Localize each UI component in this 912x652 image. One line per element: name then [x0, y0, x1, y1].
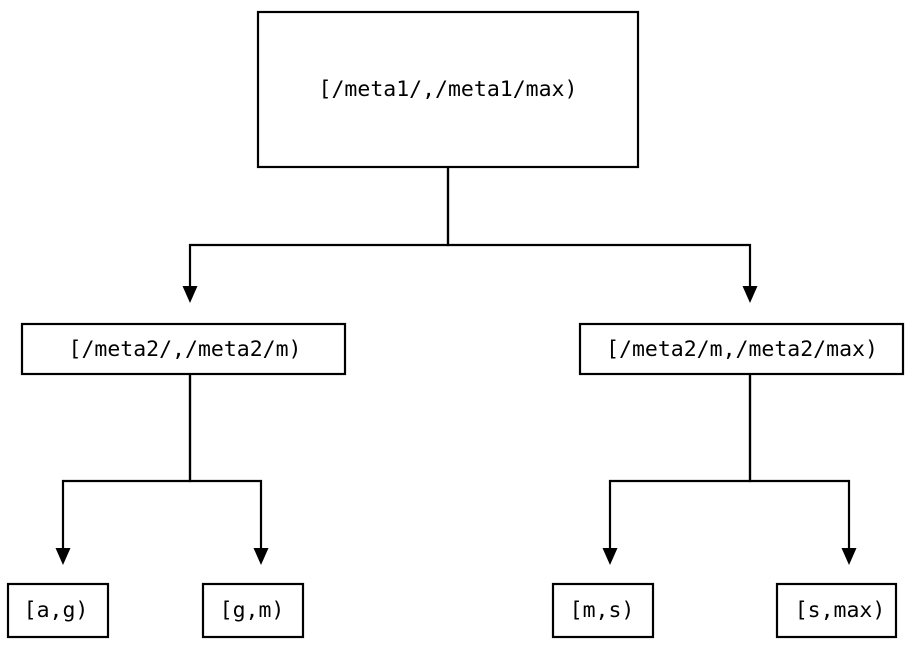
- arrowhead-icon: [253, 548, 269, 565]
- node-root[interactable]: [/meta1/,/meta1/max): [256, 10, 640, 169]
- edge-root-branch-left: [182, 167, 450, 303]
- edge-branch-left-leaf-a-g: [55, 374, 192, 565]
- edge-branch-right-leaf-m-s: [602, 374, 752, 565]
- edge-path: [188, 374, 263, 548]
- edge-path: [748, 374, 851, 548]
- edge-layer: [55, 167, 857, 565]
- edge-path: [446, 167, 752, 286]
- edge-root-branch-right: [446, 167, 758, 303]
- node-layer: [/meta1/,/meta1/max) [/meta2/,/meta2/m) …: [6, 10, 905, 639]
- node-box[interactable]: [775, 582, 898, 639]
- node-label: [s,max): [795, 598, 886, 623]
- node-label: [/meta1/,/meta1/max): [319, 77, 578, 102]
- arrowhead-icon: [182, 286, 198, 303]
- node-label: [/meta2/m,/meta2/max): [606, 337, 878, 362]
- arrowhead-icon: [602, 548, 618, 565]
- arrowhead-icon: [742, 286, 758, 303]
- edge-path: [61, 374, 192, 548]
- arrowhead-icon: [841, 548, 857, 565]
- node-leaf-s-max[interactable]: [s,max): [775, 582, 898, 639]
- node-box[interactable]: [551, 582, 655, 639]
- node-leaf-a-g[interactable]: [a,g): [6, 582, 110, 639]
- node-box[interactable]: [256, 10, 640, 169]
- node-branch-right[interactable]: [/meta2/m,/meta2/max): [578, 322, 905, 376]
- edge-path: [608, 374, 752, 548]
- arrowhead-icon: [55, 548, 71, 565]
- node-label: [g,m): [220, 598, 285, 623]
- node-box[interactable]: [578, 322, 905, 376]
- node-label: [a,g): [24, 598, 89, 623]
- node-box[interactable]: [6, 582, 110, 639]
- edge-path: [188, 167, 450, 286]
- node-label: [/meta2/,/meta2/m): [69, 337, 302, 362]
- edge-branch-left-leaf-g-m: [188, 374, 269, 565]
- node-leaf-g-m[interactable]: [g,m): [201, 582, 305, 639]
- node-branch-left[interactable]: [/meta2/,/meta2/m): [20, 322, 347, 376]
- node-box[interactable]: [201, 582, 305, 639]
- node-label: [m,s): [570, 598, 635, 623]
- edge-branch-right-leaf-s-max: [748, 374, 857, 565]
- node-leaf-m-s[interactable]: [m,s): [551, 582, 655, 639]
- node-box[interactable]: [20, 322, 347, 376]
